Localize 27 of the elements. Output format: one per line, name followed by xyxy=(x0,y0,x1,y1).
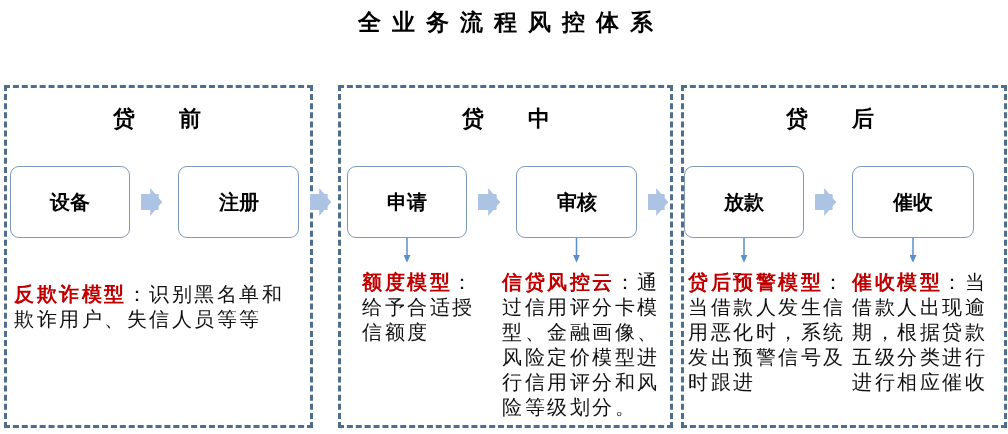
block-arrow xyxy=(478,188,501,216)
description-text: 反欺诈模型：识别黑名单和欺诈用户、失信人员等等 xyxy=(14,281,285,332)
description-text: 信贷风控云：通过信用评分卡模型、金融画像、风险定价模型进行信用评分和风险等级划分。 xyxy=(502,266,662,420)
title: 全业务流程风控体系 xyxy=(358,8,664,36)
process-box: 放款 xyxy=(684,166,804,238)
block-arrow xyxy=(648,188,669,216)
process-box: 审核 xyxy=(516,166,637,238)
panel-heading: 贷 后 xyxy=(786,106,874,132)
dashed-panel xyxy=(4,85,313,428)
block-arrow xyxy=(141,188,163,216)
block-arrow xyxy=(310,188,332,216)
process-box: 申请 xyxy=(347,166,467,238)
panel-heading: 贷 前 xyxy=(113,106,201,132)
arrow xyxy=(403,237,411,263)
description-text: 催收模型：当借款人出现逾期，根据贷款五级分类进行进行相应催收 xyxy=(852,266,992,395)
panel-heading: 贷 中 xyxy=(462,106,550,132)
description-text: 贷后预警模型：当借款人发生信用恶化时，系统发出预警信号及时跟进 xyxy=(688,266,848,395)
process-box: 催收 xyxy=(852,166,974,238)
arrow xyxy=(573,237,580,263)
arrow xyxy=(909,237,917,263)
process-box: 注册 xyxy=(178,166,299,238)
description-text: 额度模型：给予合适授信额度 xyxy=(362,266,480,345)
process-box: 设备 xyxy=(10,166,130,238)
block-arrow xyxy=(815,188,837,216)
dashed-panel xyxy=(338,85,673,428)
dashed-panel xyxy=(681,85,1007,428)
arrow xyxy=(740,237,748,263)
